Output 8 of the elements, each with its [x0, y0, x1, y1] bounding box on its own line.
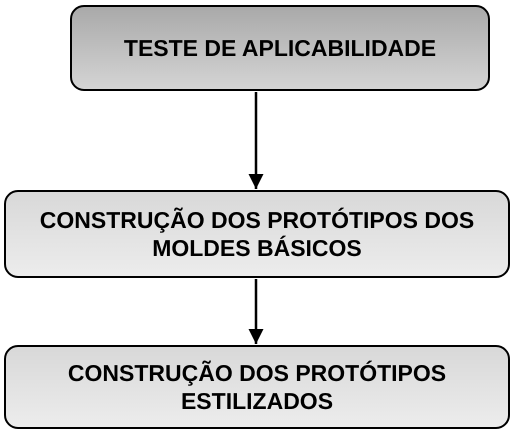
box-text: CONSTRUÇÃO DOS PROTÓTIPOS DOS MOLDES BÁSICOS — [38, 206, 476, 262]
box-text: CONSTRUÇÃO DOS PROTÓTIPOS ESTILIZADOS — [66, 359, 448, 415]
process-box — [4, 190, 510, 278]
arrow — [248, 279, 264, 344]
process-box — [70, 5, 490, 91]
process-box — [4, 345, 510, 429]
box-text: TESTE DE APLICABILIDADE — [124, 34, 436, 62]
arrow — [248, 92, 264, 189]
